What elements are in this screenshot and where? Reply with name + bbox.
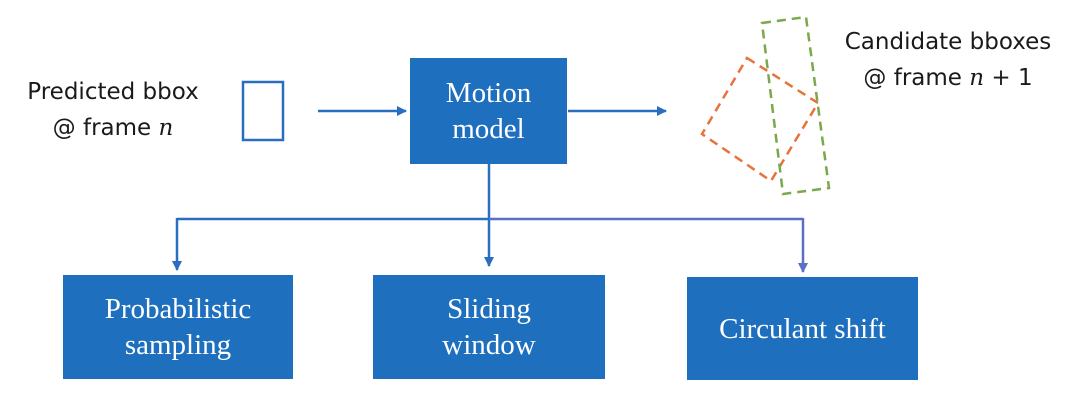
sliding-window-line2: window (442, 329, 536, 361)
motion-model-line1: Motion (445, 77, 532, 109)
circulant-shift-line1: Circulant shift (719, 312, 886, 345)
circulant-shift-box[interactable]: Circulant shift (687, 277, 918, 380)
probabilistic-sampling-box[interactable]: Probabilistic sampling (63, 275, 293, 379)
candidate-bboxes-frame-var: n (969, 65, 985, 91)
predicted-bbox-rect (241, 80, 285, 142)
motion-model-line2: model (452, 113, 525, 145)
candidate-bboxes-label-prefix: @ frame (863, 65, 970, 91)
candidate-bbox-green (760, 15, 831, 196)
candidate-bboxes-label-line2: @ frame n + 1 (826, 60, 1070, 96)
candidate-bbox-orange (700, 56, 820, 183)
predicted-bbox-frame-var: n (158, 115, 174, 141)
predicted-bbox-label-line2: @ frame n (10, 110, 216, 146)
sliding-window-box[interactable]: Sliding window (373, 275, 605, 379)
predicted-bbox-label-line1: Predicted bbox (27, 79, 199, 105)
candidate-bboxes-label-line1: Candidate bboxes (844, 29, 1052, 55)
predicted-bbox-label-prefix: @ frame (52, 115, 159, 141)
candidate-bboxes-label: Candidate bboxes @ frame n + 1 (826, 24, 1070, 96)
probabilistic-sampling-line2: sampling (124, 329, 232, 361)
predicted-bbox-label: Predicted bbox @ frame n (10, 74, 216, 146)
sliding-window-line1: Sliding (447, 293, 531, 325)
probabilistic-sampling-line1: Probabilistic (104, 293, 252, 325)
motion-model-box[interactable]: Motion model (410, 58, 567, 164)
candidate-bboxes-label-suffix: + 1 (984, 65, 1033, 91)
